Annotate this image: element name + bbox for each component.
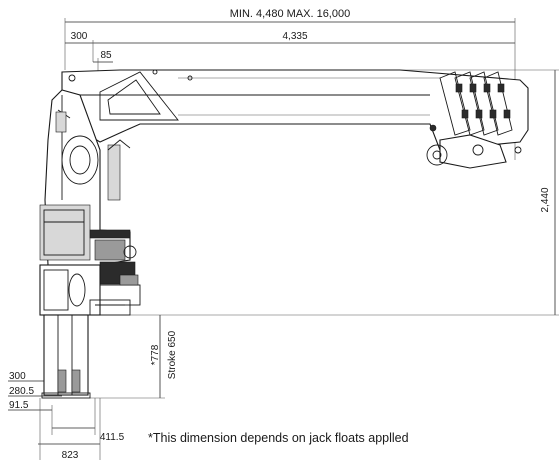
column-offset-label: 85 [100,50,112,61]
height-label: 2,440 [540,187,551,212]
base-823-label: 823 [62,450,79,461]
boom-offset-label: 300 [71,31,88,42]
base-411-5-label: 411.5 [100,432,125,443]
jack-depth-label: *778 [150,344,161,365]
base-280-5-label: 280.5 [9,386,34,397]
jack-legs [39,264,131,399]
dimension-labels: MIN. 4,480 MAX. 16,000 300 4,335 85 2,44… [9,8,551,461]
boom-length-label: 4,335 [282,31,307,42]
stroke-label: Stroke 650 [167,330,178,379]
base-300-label: 300 [9,371,26,382]
control-unit [39,204,141,306]
base-91-5-label: 91.5 [9,400,29,411]
footnote: *This dimension depends on jack floats a… [148,431,409,445]
overall-reach-label: MIN. 4,480 MAX. 16,000 [230,8,350,20]
boom-sections [426,71,522,169]
